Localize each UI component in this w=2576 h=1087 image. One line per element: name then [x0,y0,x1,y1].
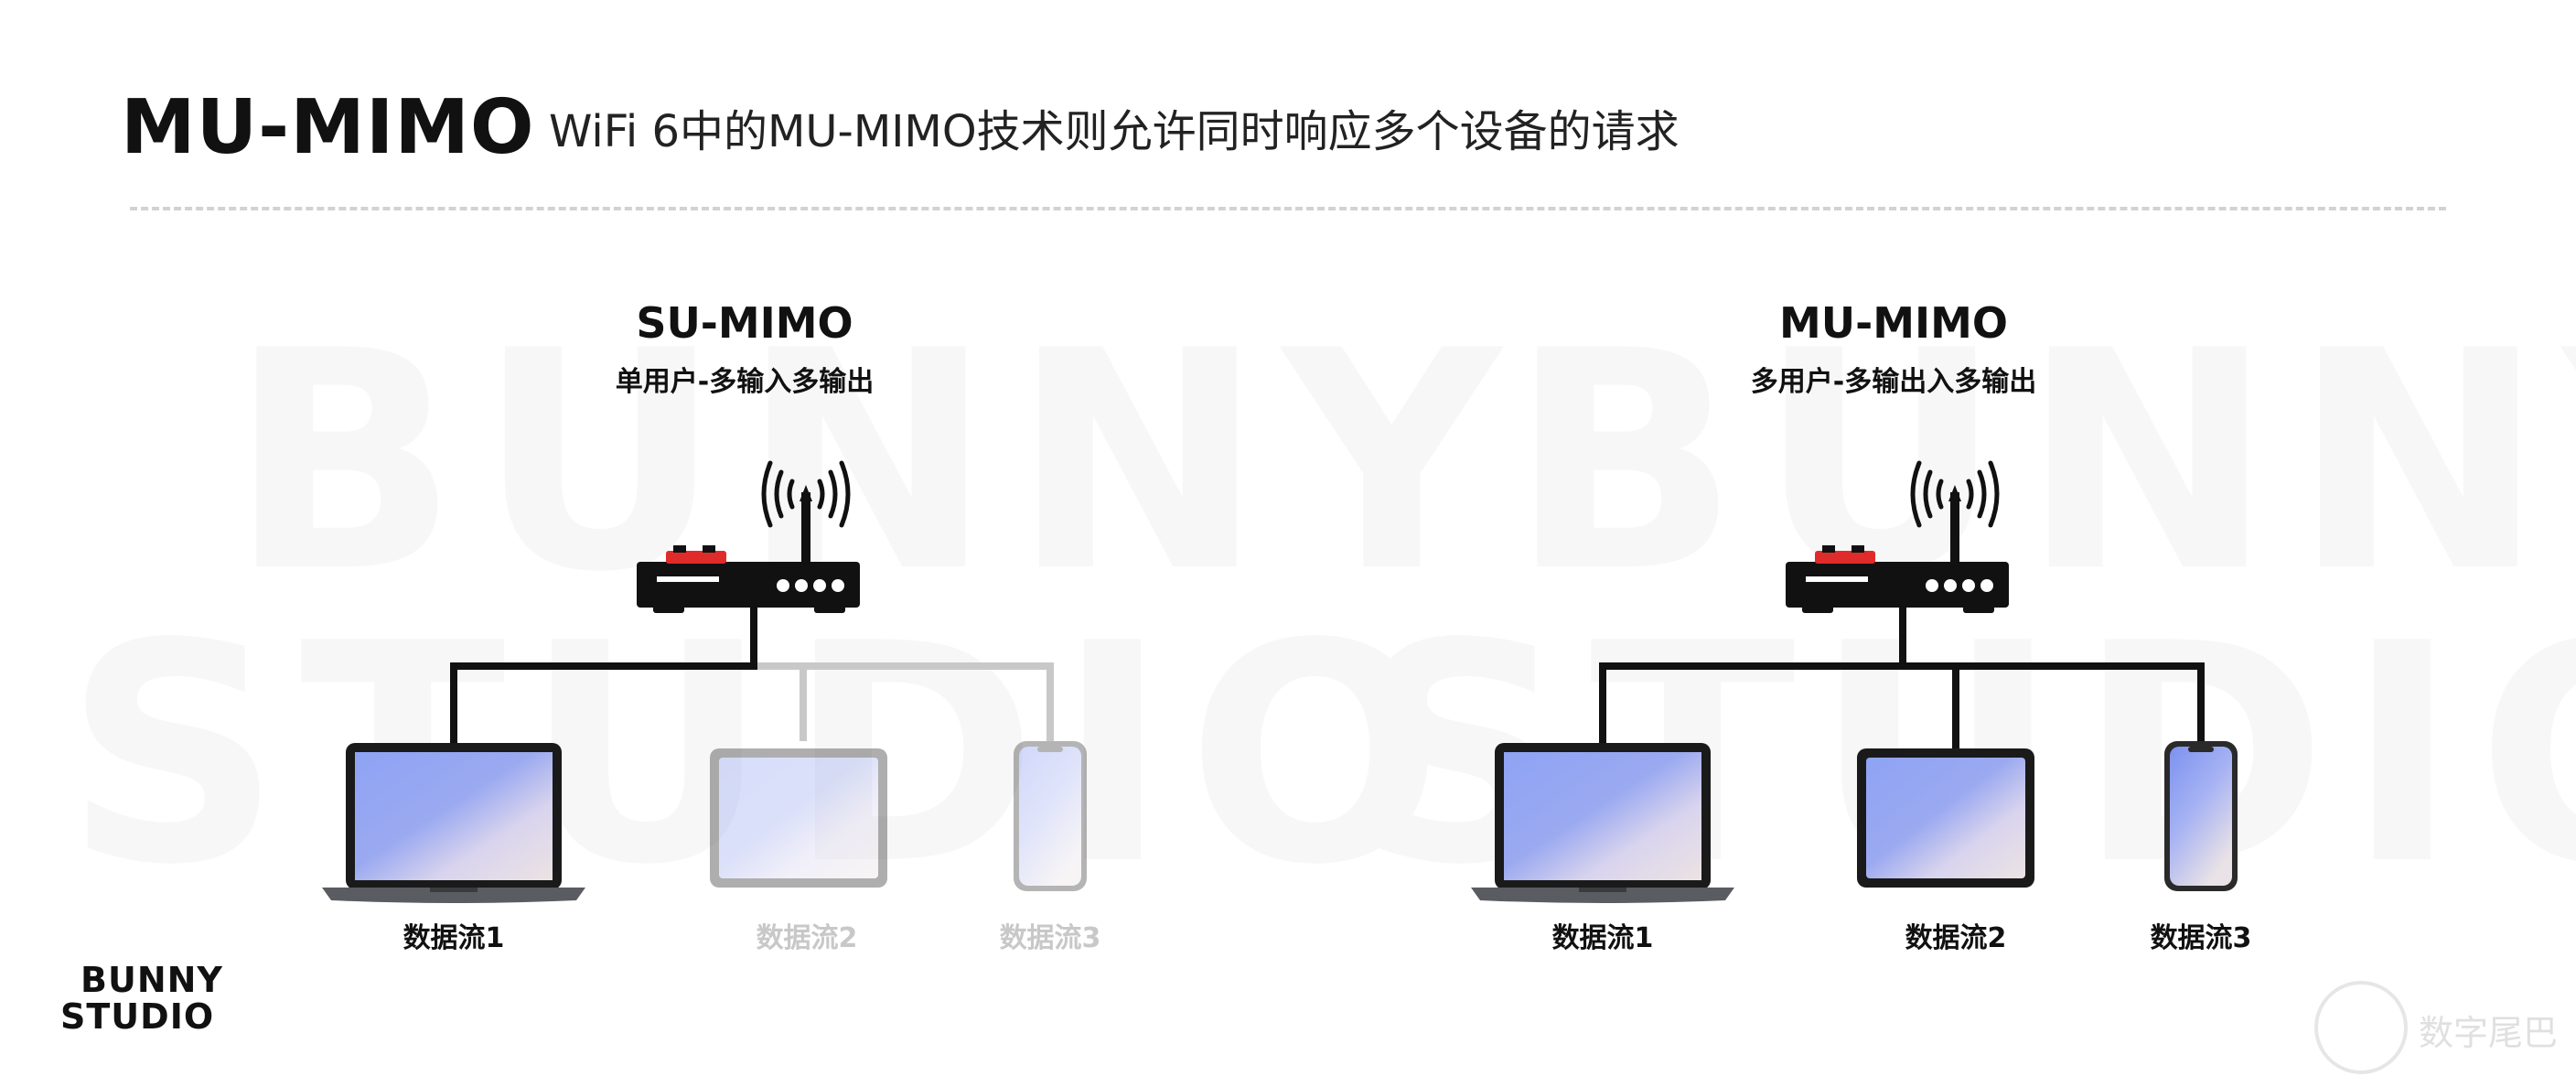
su-device-label-1: 数据流1 [402,922,505,954]
su-link-1 [450,604,757,743]
su-device-label-2: 数据流2 [756,922,858,954]
mu-tablet-icon [1857,748,2034,888]
su-router-icon [637,460,860,613]
mu-device-label-2: 数据流2 [1905,922,2007,954]
su-phone-icon [1014,741,1087,891]
logo-line1: BUNNY [80,960,223,1000]
su-active-link [450,604,757,743]
mu-mimo-subtitle: 多用户-多输出入多输出 [1750,366,2037,398]
footer-badge-icon [2314,981,2408,1074]
mu-router-icon [1786,460,2009,613]
footer-brand: 数字尾巴 [2419,1013,2559,1053]
mu-phone-icon [2164,741,2238,891]
bunny-studio-logo: BUNNY STUDIO [60,960,223,1037]
page-title: MU-MIMO [121,84,535,171]
mu-laptop-icon [1471,743,1734,903]
watermark-line3: BUNNY [1509,286,2576,638]
mu-active-links [1599,604,2205,748]
su-link-3 [803,662,1054,741]
su-wifi-waves-icon [761,460,851,528]
mu-device-label-3: 数据流3 [2150,922,2252,954]
su-mimo-subtitle: 单用户-多输入多输出 [615,366,875,398]
su-tablet-icon [710,748,887,888]
su-link-2 [754,662,807,741]
watermark-line1: BUNNY [229,286,1519,638]
su-laptop-icon [322,743,585,903]
su-mimo-title: SU-MIMO [636,298,853,348]
page-subtitle: WiFi 6中的MU-MIMO技术则允许同时响应多个设备的请求 [549,106,1680,157]
header-divider [130,207,2446,210]
logo-line2: STUDIO [60,996,215,1037]
su-inactive-links [754,662,1054,741]
mu-device-label-1: 数据流1 [1551,922,1654,954]
su-device-label-3: 数据流3 [999,922,1101,954]
mu-wifi-waves-icon [1910,460,2000,528]
mu-mimo-title: MU-MIMO [1779,298,2008,348]
